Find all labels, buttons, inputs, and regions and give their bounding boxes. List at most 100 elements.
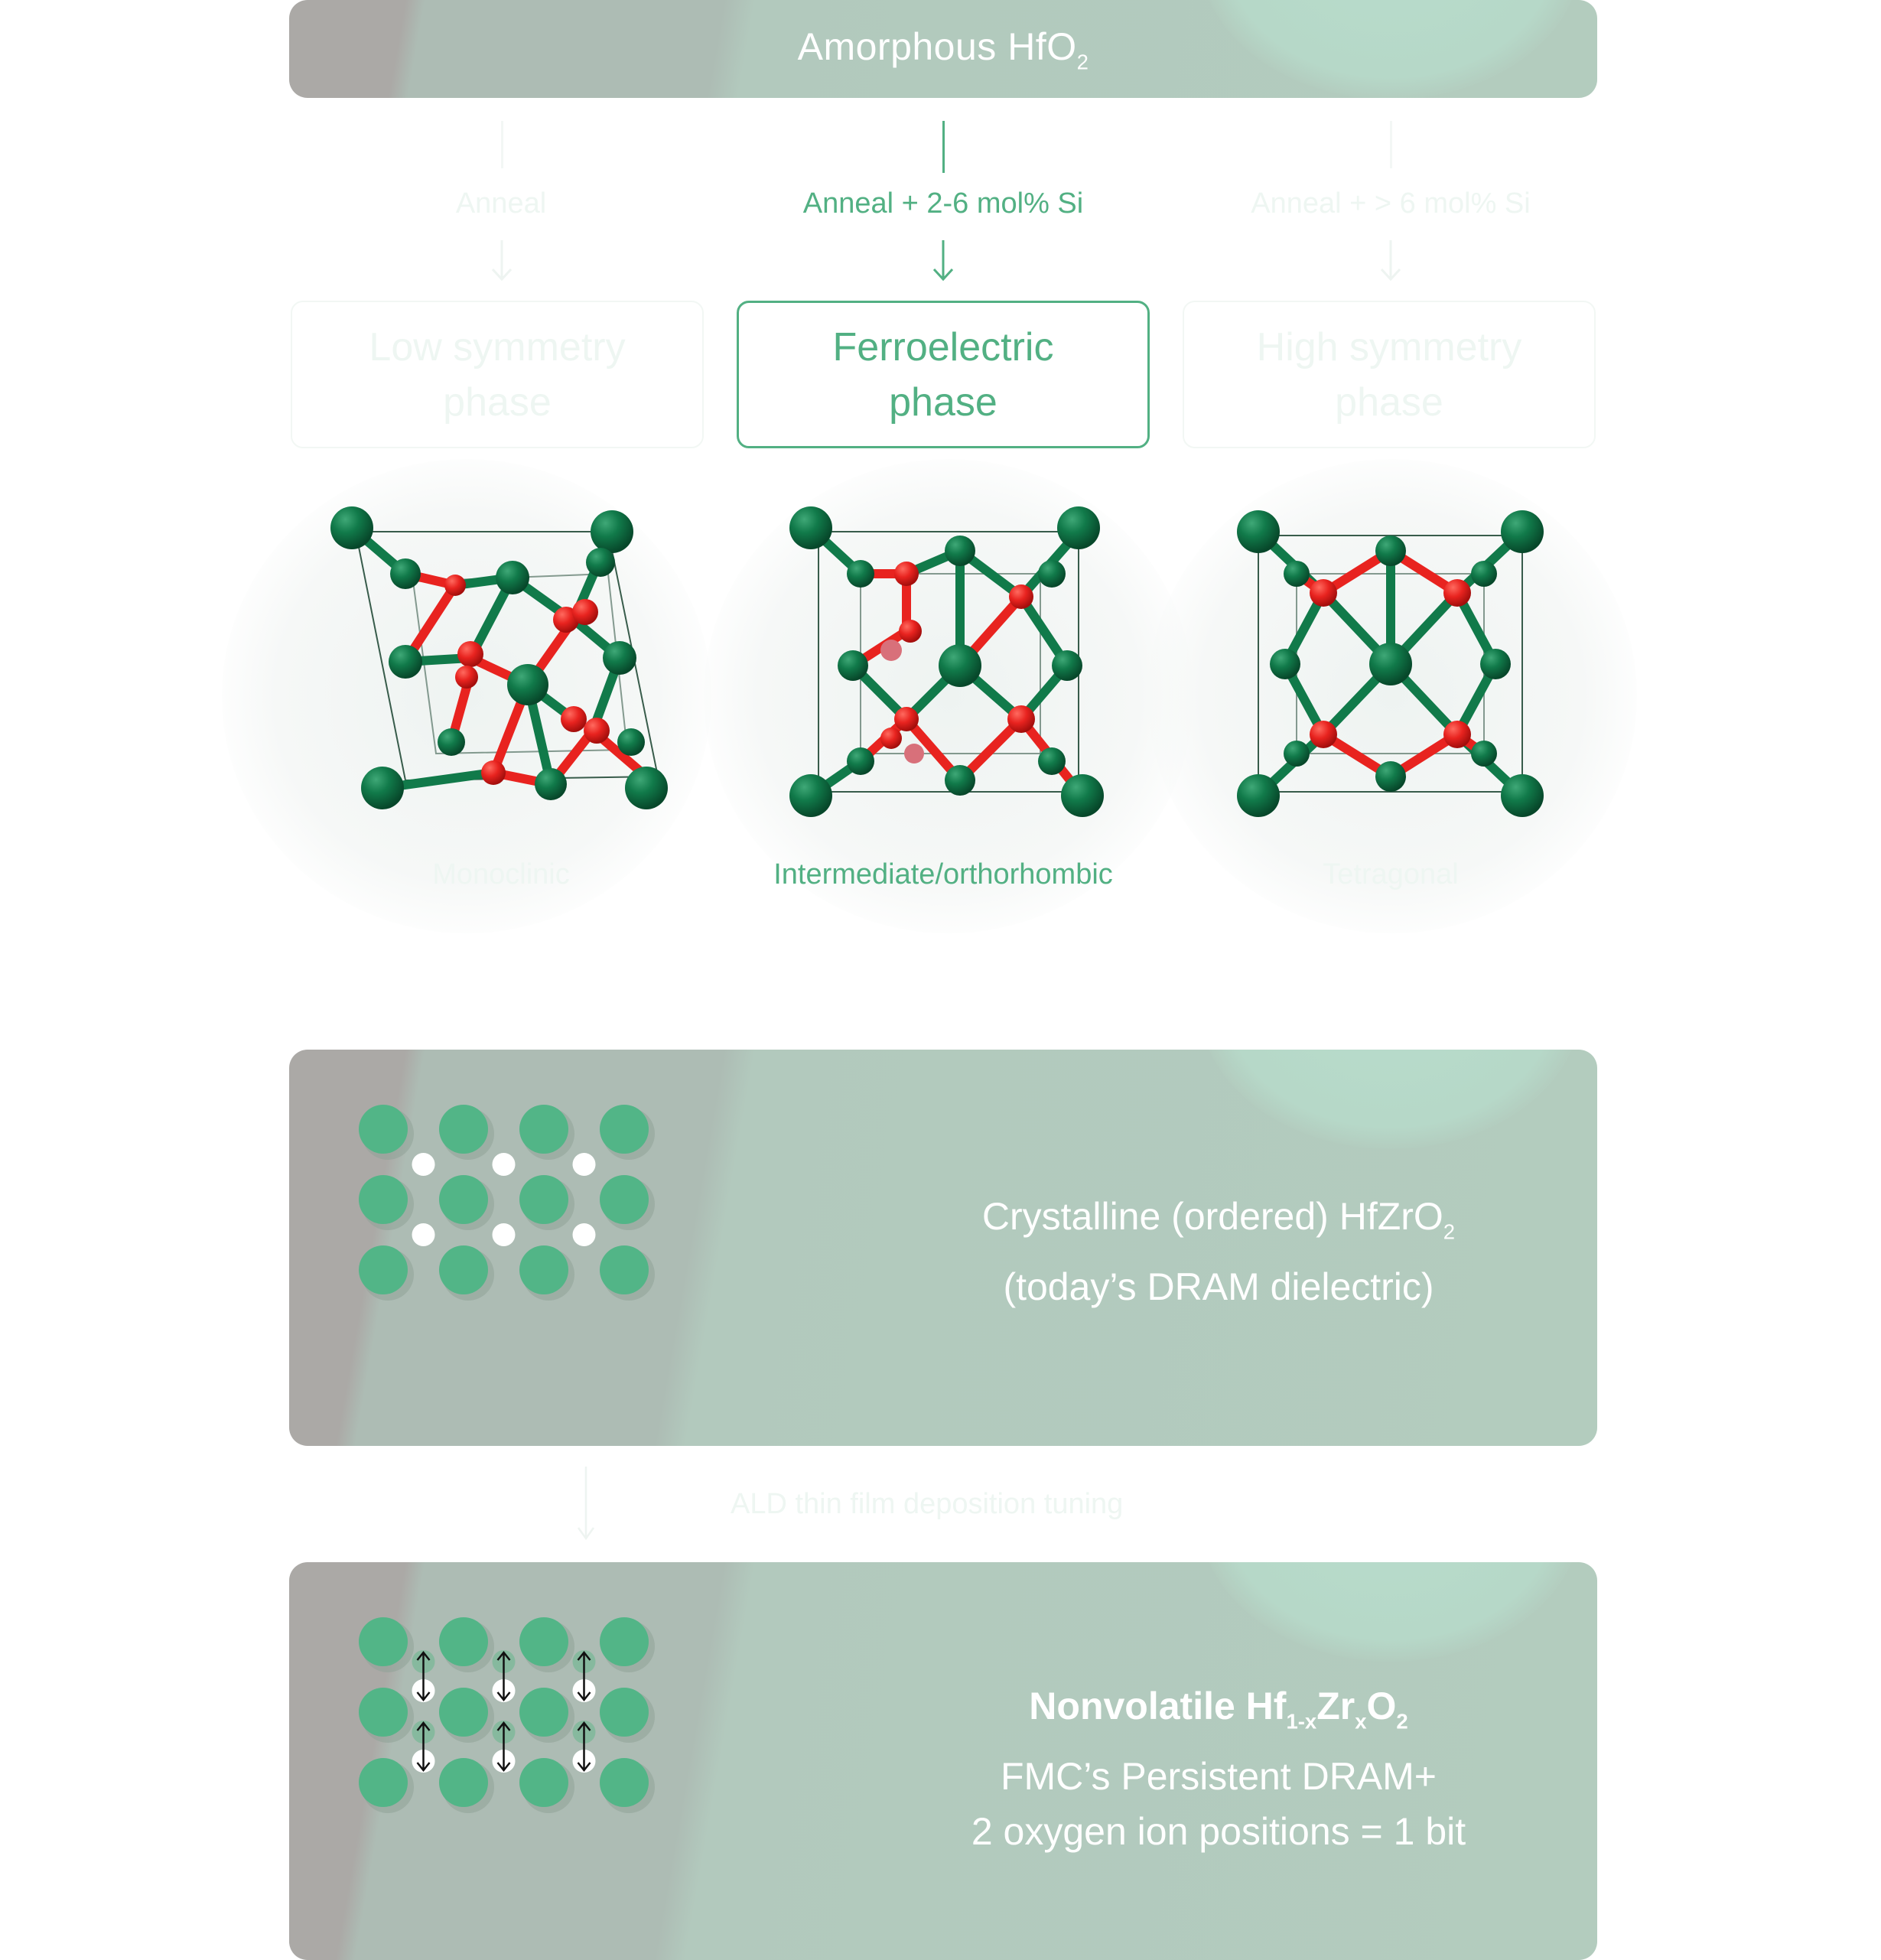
crystalline-title-subscript: 2 [1443, 1219, 1456, 1244]
o-atom-dimmed [904, 744, 924, 763]
hf-atom [535, 768, 567, 800]
title-part: Zr [1316, 1685, 1355, 1727]
crystalline-subtitle: (today’s DRAM dielectric) [1003, 1265, 1434, 1309]
o-atom [1310, 579, 1337, 607]
crystalline-description: Crystalline (ordered) HfZrO2 (today’s DR… [840, 1189, 1597, 1314]
o-atom [572, 599, 598, 625]
o-atom [1007, 705, 1035, 733]
hf-atom [1237, 510, 1280, 553]
o-atom [455, 666, 478, 689]
connector-line-left [501, 121, 503, 168]
oxygen-atom [412, 1223, 435, 1246]
o-atom [880, 728, 902, 749]
arrow-down-icon [932, 240, 954, 282]
metal-atom [439, 1245, 488, 1294]
o-atom [899, 620, 922, 643]
hf-atom [789, 506, 832, 549]
hf-atom [603, 641, 636, 675]
metal-atom [439, 1175, 488, 1224]
arrow-down-icon [1380, 240, 1401, 282]
title-subscript: x [1355, 1709, 1367, 1734]
background-blob [1199, 1562, 1582, 1662]
hf-atom [838, 650, 868, 681]
hf-atom [1284, 561, 1310, 587]
metal-atom [519, 1688, 568, 1737]
oxygen-atom [572, 1153, 596, 1176]
metal-atom [359, 1758, 408, 1807]
o-atom [584, 718, 610, 744]
hf-atom [1369, 643, 1412, 685]
hf-atom [1284, 741, 1310, 767]
hf-atom [1375, 761, 1406, 792]
hf-atom [586, 548, 615, 577]
metal-atom [600, 1688, 649, 1737]
banner-title-subscript: 2 [1076, 50, 1089, 74]
hf-atom [361, 767, 404, 809]
o-atom [481, 760, 506, 785]
ordered-lattice-diagram [359, 1105, 655, 1301]
metal-atom [439, 1758, 488, 1807]
o-atom [894, 562, 919, 586]
metal-atom [600, 1617, 649, 1666]
crystal-label-monoclinic: Monoclinic [432, 858, 570, 890]
crystal-label-orthorhombic: Intermediate/orthorhombic [773, 858, 1113, 890]
phase-label-line1: Low symmetry [369, 324, 626, 370]
title-part: O [1366, 1685, 1397, 1727]
amorphous-hfo2-banner: Amorphous HfO2 [289, 0, 1597, 98]
atoms [789, 506, 1104, 817]
atoms [330, 506, 668, 809]
metal-atom [359, 1105, 408, 1154]
oxygen-atom [492, 1223, 516, 1246]
o-atom [894, 707, 919, 731]
metal-atom [519, 1758, 568, 1807]
oxygen-atom [412, 1153, 435, 1176]
phase-label-line1: Ferroelectric [832, 324, 1054, 370]
metal-atom [600, 1175, 649, 1224]
hf-atom [1057, 506, 1100, 549]
double-arrow-vertical-icon [416, 1721, 431, 1773]
metal-atom [359, 1175, 408, 1224]
o-atom [1310, 721, 1337, 748]
hf-atom [625, 767, 668, 809]
hf-atom [1061, 774, 1104, 817]
metal-atom [600, 1105, 649, 1154]
nonvolatile-title: Nonvolatile Hf1-xZrxO2 [1029, 1685, 1407, 1733]
ald-transition-label: ALD thin film deposition tuning [731, 1488, 1124, 1520]
metal-atom [439, 1105, 488, 1154]
connector-line-right [1390, 121, 1392, 168]
nonvolatile-bit-line: 2 oxygen ion positions = 1 bit [971, 1810, 1466, 1854]
hf-atom [1501, 774, 1544, 817]
hf-atom [789, 774, 832, 817]
switchable-lattice-diagram [359, 1617, 655, 1813]
hf-atom [330, 506, 373, 549]
hf-atom [1375, 536, 1406, 566]
hf-atom [1501, 510, 1544, 553]
arrow-down-icon [491, 240, 513, 282]
metal-atom [519, 1175, 568, 1224]
crystal-structure-monoclinic [330, 506, 668, 809]
arrow-down-icon [577, 1467, 595, 1541]
crystal-structure-orthorhombic [789, 506, 1104, 817]
hf-atom [945, 536, 975, 566]
hf-atom [1471, 561, 1497, 587]
crystal-structure-tetragonal [1237, 510, 1544, 817]
hf-atom [507, 664, 548, 705]
double-arrow-vertical-icon [577, 1650, 591, 1702]
nonvolatile-description: Nonvolatile Hf1-xZrxO2 FMC’s Persistent … [840, 1678, 1597, 1859]
metal-atom [519, 1245, 568, 1294]
atoms [1237, 510, 1544, 817]
condition-label-monoclinic: Anneal [455, 187, 547, 220]
background-blob [1199, 1050, 1582, 1149]
metal-atom [359, 1617, 408, 1666]
metal-atom [439, 1617, 488, 1666]
hf-atom [847, 560, 874, 588]
hf-atom [390, 558, 421, 589]
hf-atom [1237, 774, 1280, 817]
phase-label-line2: phase [1335, 379, 1443, 425]
o-atom [457, 641, 483, 667]
title-subscript: 2 [1396, 1709, 1408, 1734]
double-arrow-vertical-icon [496, 1721, 511, 1773]
hf-atom [438, 728, 465, 756]
